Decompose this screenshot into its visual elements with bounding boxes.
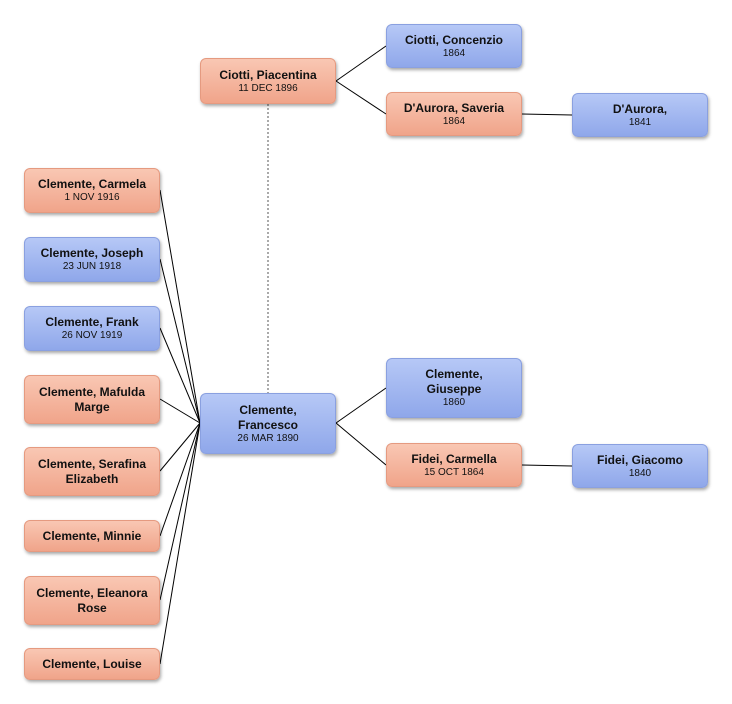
person-date: 23 JUN 1918 [62,261,122,272]
person-name: D'Aurora, [612,101,668,116]
person-name: Fidei, Carmella [411,451,497,466]
person-date: 1 NOV 1916 [64,192,120,203]
person-name: Clemente, Eleanora Rose [36,585,148,615]
child-card-clemente-joseph[interactable]: Clemente, Joseph 23 JUN 1918 [24,237,160,282]
child-card-clemente-minnie[interactable]: Clemente, Minnie [24,520,160,552]
person-name: Clemente, Giuseppe [425,367,483,396]
person-name: Clemente, Frank [45,315,139,329]
person-name: Clemente, Francesco [237,402,299,432]
person-card-fidei-carmella[interactable]: Fidei, Carmella 15 OCT 1864 [386,443,522,487]
child-connector-line [159,422,201,472]
person-date: 26 MAR 1890 [237,432,299,444]
child-connector-line [159,258,201,424]
person-name: D'Aurora, Saveria [403,100,505,115]
child-card-clemente-eleanora-rose[interactable]: Clemente, Eleanora Rose [24,576,160,625]
person-card-clemente-giuseppe[interactable]: Clemente, Giuseppe 1860 [386,358,522,418]
person-name: Ciotti, Piacentina [219,67,317,82]
child-connector-line [159,422,201,601]
child-card-clemente-louise[interactable]: Clemente, Louise [24,648,160,680]
child-connector-line [159,398,201,424]
person-name: Clemente, Louise [42,656,142,671]
connector-line [521,464,573,467]
child-connector-line [159,422,201,537]
child-connector-line [159,422,201,665]
person-name: Clemente, Mafulda Marge [38,384,146,414]
person-date: 1840 [628,467,652,479]
child-connector-line [159,327,201,424]
person-card-fidei-giacomo[interactable]: Fidei, Giacomo 1840 [572,444,708,488]
person-name: Clemente, Serafina Elizabeth [37,456,147,486]
person-name: Fidei, Giacomo [596,452,683,467]
person-date: 1864 [442,47,466,59]
person-date: 11 DEC 1896 [238,82,298,94]
connector-line [335,45,387,82]
connector-line [521,113,573,116]
person-card-daurora-saveria[interactable]: D'Aurora, Saveria 1864 [386,92,522,136]
person-card-ciotti-piacentina[interactable]: Ciotti, Piacentina 11 DEC 1896 [200,58,336,104]
person-date: 26 NOV 1919 [61,330,123,341]
person-date: 1864 [442,115,466,127]
child-card-clemente-carmela[interactable]: Clemente, Carmela 1 NOV 1916 [24,168,160,213]
person-name: Ciotti, Concenzio [405,32,503,47]
child-card-clemente-frank[interactable]: Clemente, Frank 26 NOV 1919 [24,306,160,351]
connector-line [335,422,387,466]
connector-line [335,387,387,424]
person-card-ciotti-concenzio[interactable]: Ciotti, Concenzio 1864 [386,24,522,68]
connector-line [335,80,387,115]
person-date: 1841 [628,116,652,128]
child-card-clemente-serafina-elizabeth[interactable]: Clemente, Serafina Elizabeth [24,447,160,496]
person-name: Clemente, Carmela [37,177,147,191]
person-card-daurora[interactable]: D'Aurora, 1841 [572,93,708,137]
person-date: 1860 [442,397,466,408]
person-name: Clemente, Joseph [40,246,144,260]
person-name: Clemente, Minnie [42,528,142,543]
child-connector-line [159,189,201,424]
person-card-clemente-francesco[interactable]: Clemente, Francesco 26 MAR 1890 [200,393,336,454]
person-date: 15 OCT 1864 [424,466,484,478]
child-card-clemente-mafulda-marge[interactable]: Clemente, Mafulda Marge [24,375,160,424]
